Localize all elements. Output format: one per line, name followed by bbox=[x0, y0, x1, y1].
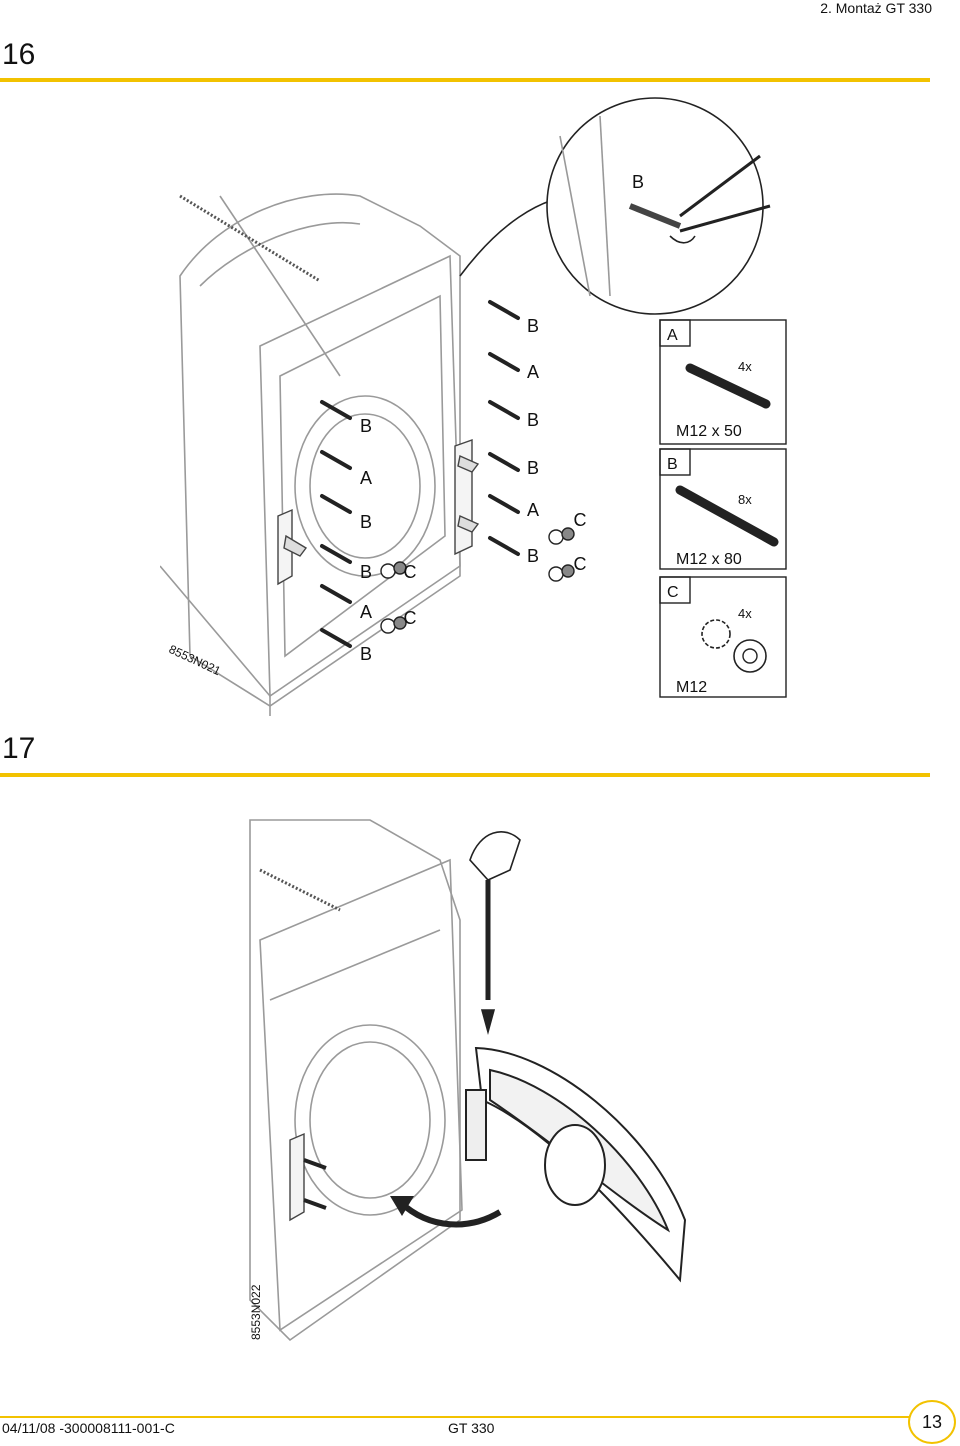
callout-b: B bbox=[527, 410, 539, 430]
studs-left bbox=[320, 400, 352, 648]
legend-a-size: M12 x 50 bbox=[676, 423, 742, 440]
footer-document-id: 04/11/08 -300008111-001-C bbox=[2, 1420, 175, 1436]
callout-b: B bbox=[360, 562, 372, 582]
callout-b-detail: B bbox=[632, 172, 644, 192]
legend-b-qty: 8x bbox=[738, 492, 752, 507]
callout-a: A bbox=[360, 468, 372, 488]
step-number-16: 16 bbox=[2, 38, 36, 71]
callout-labels: B B A B B A B C C B A B B C A C B bbox=[360, 172, 644, 664]
legend-c-size: M12 bbox=[676, 679, 707, 696]
page-number: 13 bbox=[921, 1411, 943, 1432]
left-bracket bbox=[289, 1132, 327, 1222]
callout-b: B bbox=[360, 416, 372, 436]
step-17-divider bbox=[0, 773, 930, 777]
page-number-badge: 13 bbox=[908, 1400, 956, 1444]
studs-right bbox=[488, 300, 520, 556]
footer-divider bbox=[0, 1416, 925, 1418]
step-number-17: 17 bbox=[2, 732, 36, 765]
callout-b: B bbox=[360, 512, 372, 532]
step-16-divider bbox=[0, 78, 930, 82]
boiler-section-drawing bbox=[160, 193, 461, 716]
figure-code-17: 8553N022 bbox=[249, 1284, 263, 1340]
burner-door-plate bbox=[465, 1046, 687, 1283]
right-bracket bbox=[454, 439, 480, 556]
footer-product-name: GT 330 bbox=[448, 1420, 495, 1436]
callout-b: B bbox=[360, 644, 372, 664]
callout-b: B bbox=[527, 546, 539, 566]
legend-a-letter: A bbox=[667, 327, 678, 344]
callout-a: A bbox=[527, 362, 539, 382]
parts-legend: A 4x M12 x 50 B 8x M12 x 80 C 4x M12 bbox=[659, 319, 787, 698]
callout-b: B bbox=[527, 316, 539, 336]
legend-c-letter: C bbox=[667, 584, 679, 601]
left-bracket bbox=[277, 508, 308, 586]
step-17-illustration: 8553N022 bbox=[249, 819, 687, 1342]
boiler-section-drawing bbox=[249, 819, 463, 1342]
step-16-illustration: B B A B B A B C C B A B B C A C B 8553N0… bbox=[160, 97, 787, 716]
hand-with-rod bbox=[469, 831, 521, 1036]
callout-a: A bbox=[527, 500, 539, 520]
detail-bubble bbox=[459, 97, 771, 315]
callout-c: C bbox=[574, 554, 587, 574]
callout-c: C bbox=[404, 562, 417, 582]
legend-c-qty: 4x bbox=[738, 606, 752, 621]
callout-c: C bbox=[404, 608, 417, 628]
figure-code-16: 8553N021 bbox=[167, 642, 223, 678]
swing-arrow bbox=[397, 1199, 502, 1228]
callout-c: C bbox=[574, 510, 587, 530]
legend-a-qty: 4x bbox=[738, 359, 752, 374]
legend-b-size: M12 x 80 bbox=[676, 551, 742, 568]
legend-b-letter: B bbox=[667, 456, 678, 473]
callout-a: A bbox=[360, 602, 372, 622]
page-header-title: 2. Montaż GT 330 bbox=[820, 0, 932, 16]
callout-b: B bbox=[527, 458, 539, 478]
nut-washer-sets bbox=[380, 527, 575, 634]
